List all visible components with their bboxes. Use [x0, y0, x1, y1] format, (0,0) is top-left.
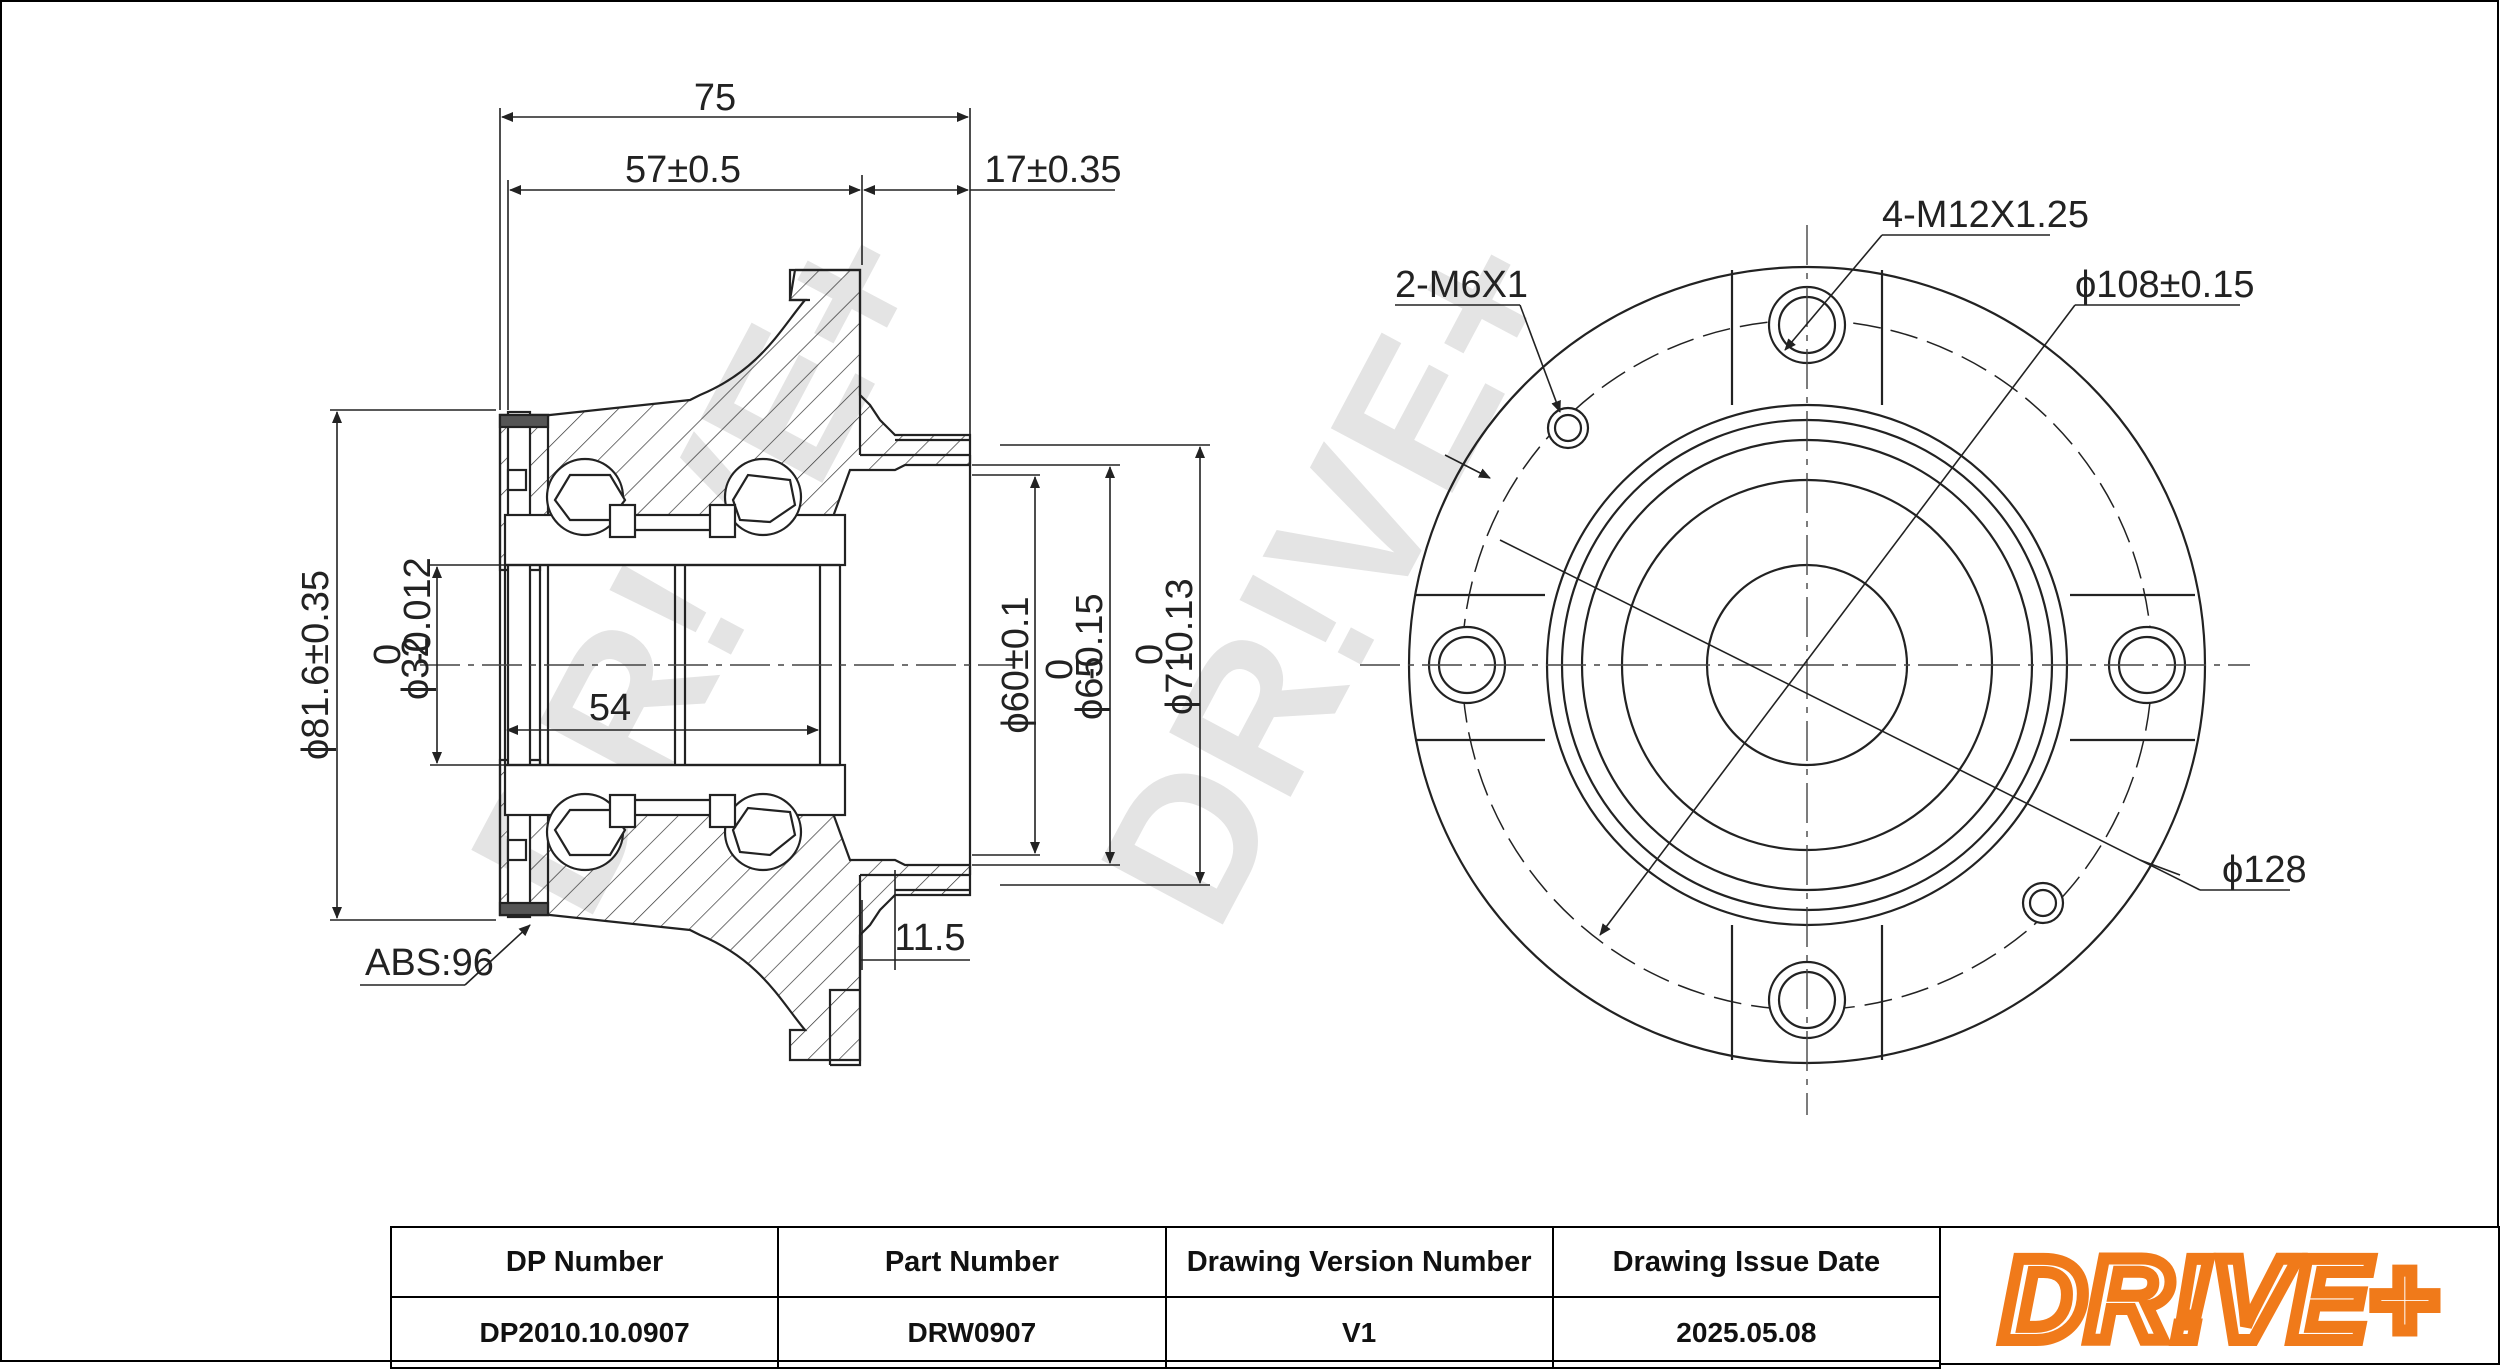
front-dimensions — [1395, 234, 2290, 936]
title-block: DP Number Part Number Drawing Version Nu… — [389, 1226, 1942, 1369]
dim-71-tol-lower: -0.13 — [1159, 578, 1201, 665]
header-dp-number: DP Number — [389, 1226, 780, 1298]
front-dimension-texts: 2-M6X1 4-M12X1.25 ϕ108±0.15 ϕ128 — [1395, 194, 2307, 891]
brand-logo: DR!VE+ — [1995, 1228, 2443, 1369]
dim-small-threads: 2-M6X1 — [1395, 264, 1528, 306]
value-version: V1 — [1164, 1296, 1554, 1369]
dim-54: 54 — [589, 687, 631, 729]
dim-stud-threads: 4-M12X1.25 — [1882, 194, 2089, 236]
dim-32: ϕ32 — [395, 636, 437, 700]
value-part-number: DRW0907 — [777, 1296, 1167, 1369]
abs-label: ABS:96 — [365, 942, 494, 984]
dim-60: ϕ60±0.1 — [995, 596, 1037, 733]
header-issue-date: Drawing Issue Date — [1551, 1226, 1942, 1298]
dim-81-6: ϕ81.6±0.35 — [295, 570, 337, 760]
side-dimension-texts: 75 57±0.5 17±0.35 54 11.5 ABS:96 ϕ81.6±0… — [295, 77, 1201, 984]
header-version: Drawing Version Number — [1164, 1226, 1554, 1298]
side-dimensions — [330, 108, 1210, 986]
value-dp-number: DP2010.10.0907 — [389, 1296, 780, 1369]
dim-32-tol-lower: -0.012 — [397, 557, 439, 665]
dim-17: 17±0.35 — [984, 149, 1121, 191]
dim-flange-dia: ϕ128 — [2222, 849, 2307, 891]
logo-text: DR!VE+ — [2001, 1234, 2437, 1363]
dim-75: 75 — [694, 77, 736, 119]
header-part-number: Part Number — [777, 1226, 1167, 1298]
dim-pcd: ϕ108±0.15 — [2075, 264, 2255, 306]
dim-11-5: 11.5 — [894, 917, 965, 959]
brand-logo-box: DR!VE+ — [1941, 1226, 2500, 1369]
dim-32-tol-upper: 0 — [367, 644, 409, 665]
dim-65-tol-upper: 0 — [1039, 659, 1081, 680]
dim-65: ϕ65 — [1069, 656, 1111, 720]
dim-57: 57±0.5 — [625, 149, 741, 191]
dim-71-tol-upper: 0 — [1129, 644, 1171, 665]
side-section-view — [498, 268, 972, 1067]
watermark-right: DR!VE+ — [1058, 199, 1602, 956]
value-issue-date: 2025.05.08 — [1551, 1296, 1942, 1369]
dim-65-tol-lower: -0.15 — [1069, 593, 1111, 680]
front-centerlines — [1360, 225, 2250, 1115]
dim-71: ϕ71 — [1159, 651, 1201, 715]
